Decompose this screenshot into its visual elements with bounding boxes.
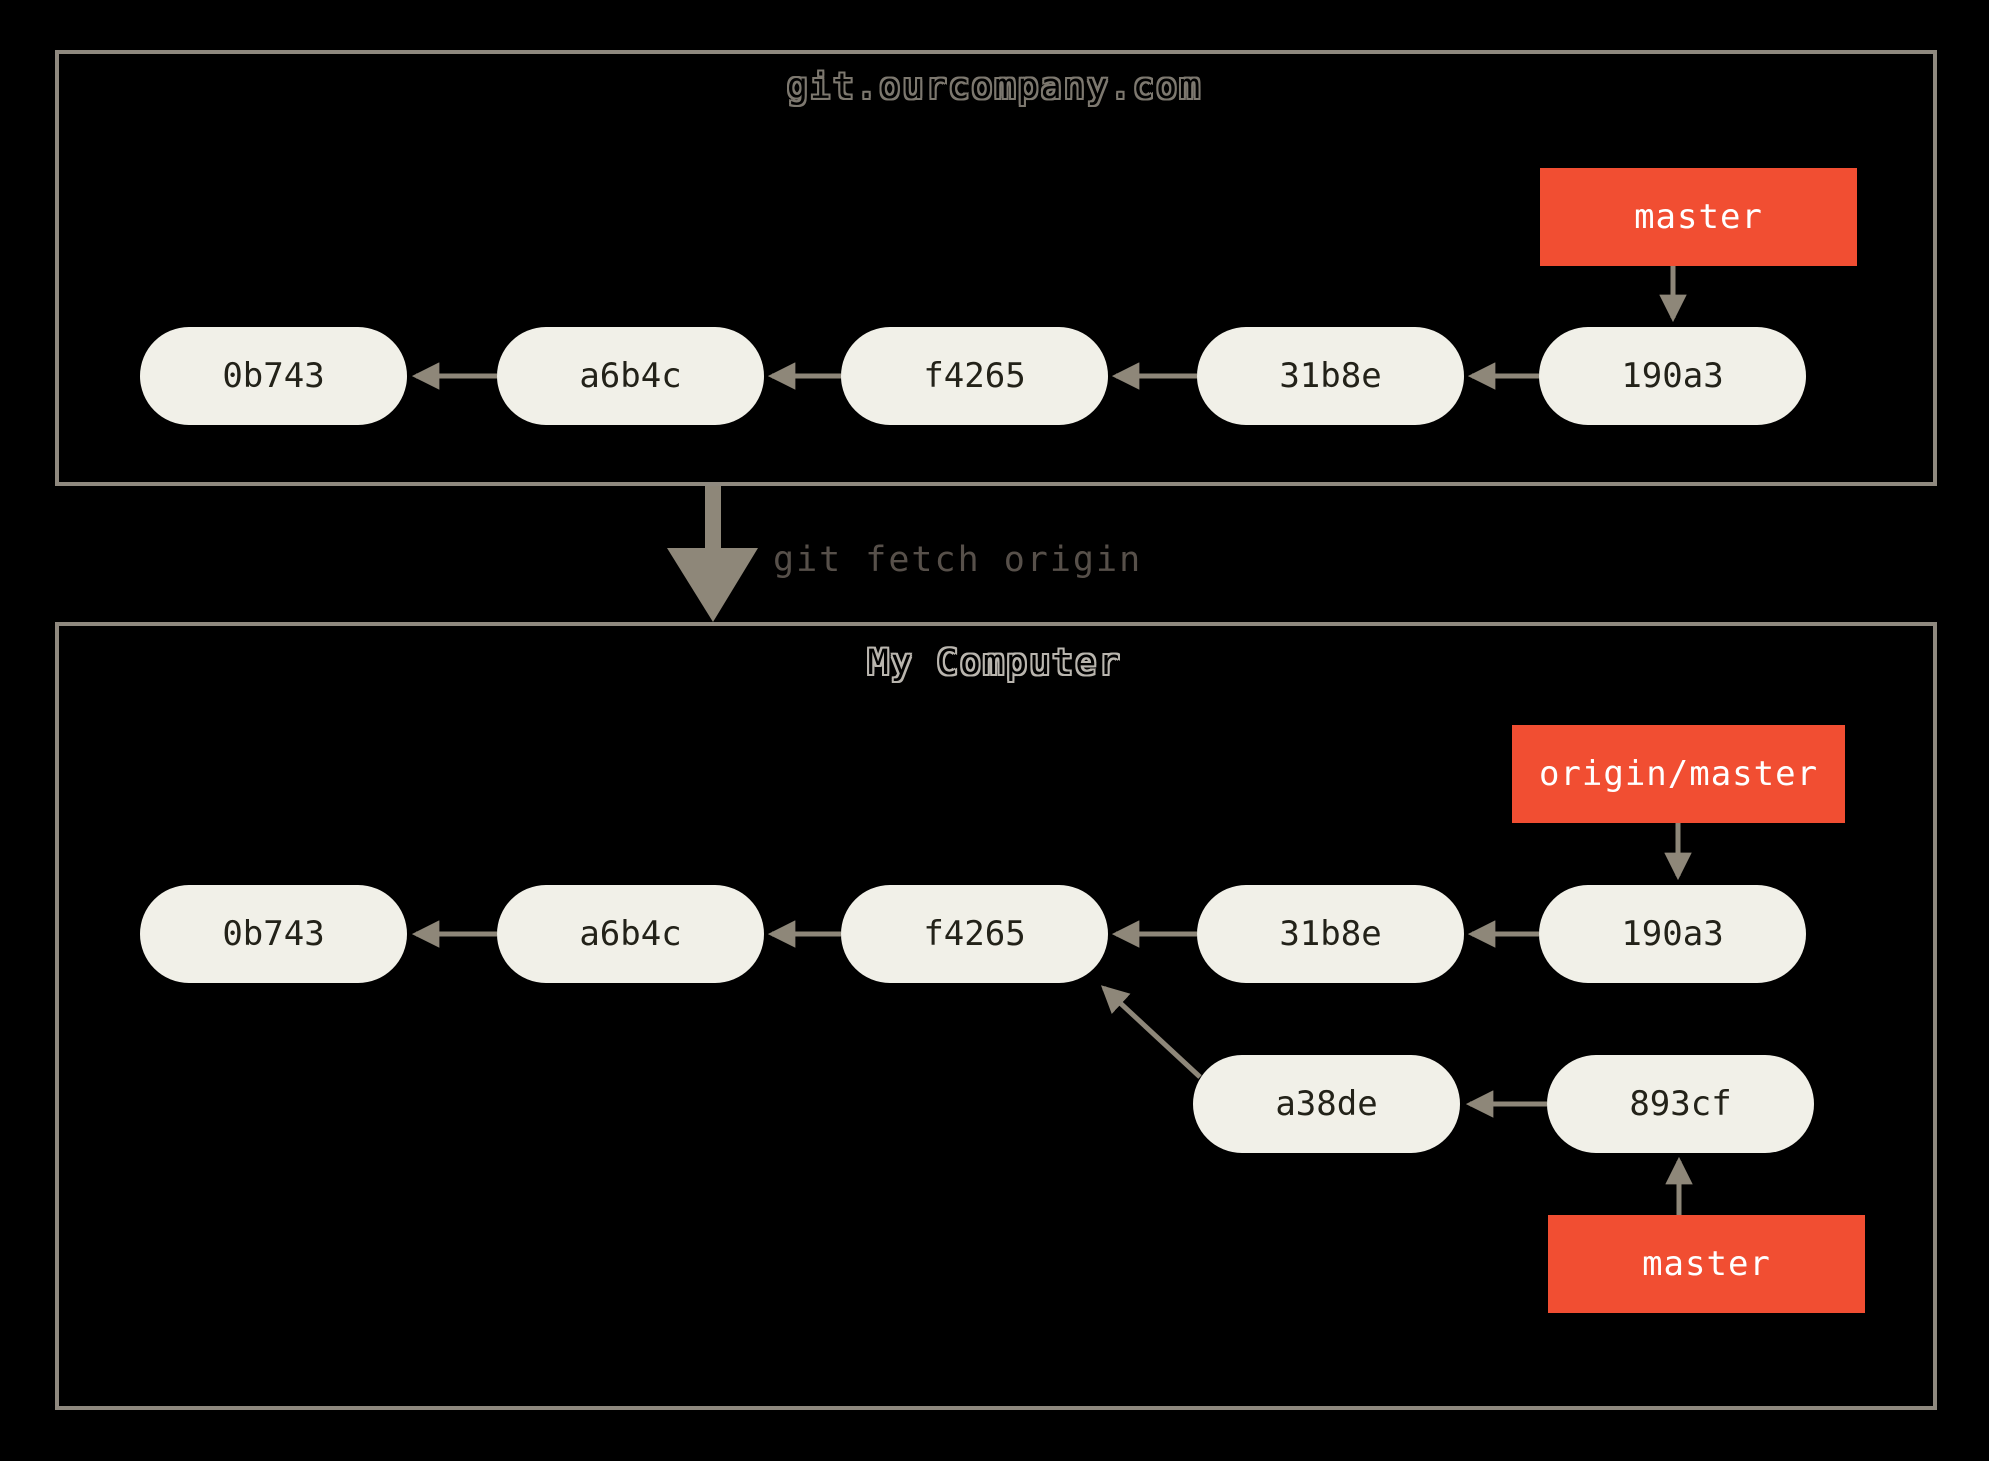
local-machine-box: [55, 622, 1937, 1410]
remote-commit-f4265: f4265: [841, 327, 1108, 425]
local-commit-0b743-label: 0b743: [222, 914, 325, 954]
remote-commit-31b8e-label: 31b8e: [1279, 356, 1382, 396]
remote-master-branch-label: master: [1540, 168, 1857, 266]
local-commit-893cf-label: 893cf: [1629, 1084, 1732, 1124]
local-commit-a6b4c: a6b4c: [497, 885, 764, 983]
local-commit-190a3-label: 190a3: [1621, 914, 1724, 954]
local-commit-a38de: a38de: [1193, 1055, 1460, 1153]
local-master-branch-text: master: [1642, 1244, 1771, 1284]
remote-commit-f4265-label: f4265: [923, 356, 1026, 396]
local-box-title: My Computer: [867, 643, 1122, 683]
remote-commit-0b743-label: 0b743: [222, 356, 325, 396]
remote-commit-a6b4c-label: a6b4c: [579, 356, 682, 396]
remote-box-title: git.ourcompany.com: [786, 67, 1203, 107]
local-commit-f4265-label: f4265: [923, 914, 1026, 954]
fetch-arrow: [667, 486, 758, 622]
local-commit-31b8e: 31b8e: [1197, 885, 1464, 983]
local-commit-a38de-label: a38de: [1275, 1084, 1378, 1124]
remote-commit-31b8e: 31b8e: [1197, 327, 1464, 425]
local-commit-190a3: 190a3: [1539, 885, 1806, 983]
local-commit-f4265: f4265: [841, 885, 1108, 983]
local-commit-31b8e-label: 31b8e: [1279, 914, 1382, 954]
remote-master-branch-text: master: [1634, 197, 1763, 237]
local-commit-893cf: 893cf: [1547, 1055, 1814, 1153]
fetch-command-label: git fetch origin: [773, 540, 1143, 580]
remote-commit-a6b4c: a6b4c: [497, 327, 764, 425]
remote-commit-0b743: 0b743: [140, 327, 407, 425]
remote-commit-190a3: 190a3: [1539, 327, 1806, 425]
origin-master-branch-text: origin/master: [1538, 754, 1819, 794]
local-commit-0b743: 0b743: [140, 885, 407, 983]
origin-master-branch-label: origin/master: [1512, 725, 1845, 823]
local-master-branch-label: master: [1548, 1215, 1865, 1313]
local-commit-a6b4c-label: a6b4c: [579, 914, 682, 954]
remote-commit-190a3-label: 190a3: [1621, 356, 1724, 396]
remote-machine-box: [55, 50, 1937, 486]
